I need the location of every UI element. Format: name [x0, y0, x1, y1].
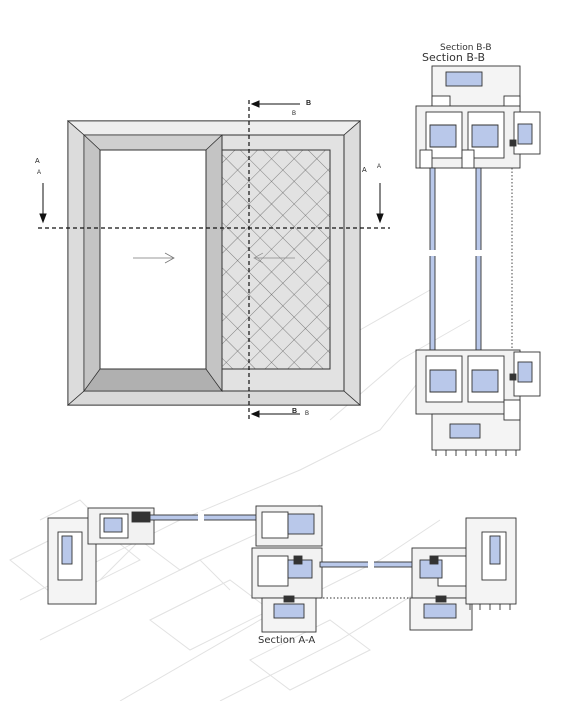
insect-screen: [221, 149, 331, 370]
section-b-b-drawing: Section B-B Section B-B: [415, 43, 541, 456]
window-elevation: B B B B A A A A: [35, 100, 390, 420]
frame-bevel-top: [66, 120, 362, 136]
cut-label-b-top-2: B: [292, 111, 296, 117]
frame-bevel-left: [67, 120, 85, 406]
glass-pane: [475, 167, 482, 351]
section-aa-title: Section A-A: [258, 635, 315, 646]
cut-label-b-bot-1: B: [292, 408, 297, 415]
section-bb-title-small: Section B-B: [440, 43, 492, 53]
section-bb-title: Section B-B: [422, 51, 485, 64]
cut-label-a-left-2: A: [37, 170, 41, 176]
cut-label-a-right-1: A: [362, 167, 367, 174]
right-arrow-icon: [133, 252, 175, 264]
frame-bevel-right: [343, 120, 361, 406]
section-a-a-drawing: Section A-A: [47, 505, 517, 646]
cut-label-a-right-2: A: [377, 164, 381, 170]
arrow-icon: [39, 100, 384, 418]
glass-pane: [429, 167, 436, 351]
frame-bevel-bottom: [66, 390, 362, 406]
cut-label-b-top-1: B: [306, 100, 311, 107]
cut-label-a-left-1: A: [35, 158, 40, 165]
left-sash-glass: [99, 149, 207, 370]
cut-label-b-bot-2: B: [305, 411, 309, 417]
